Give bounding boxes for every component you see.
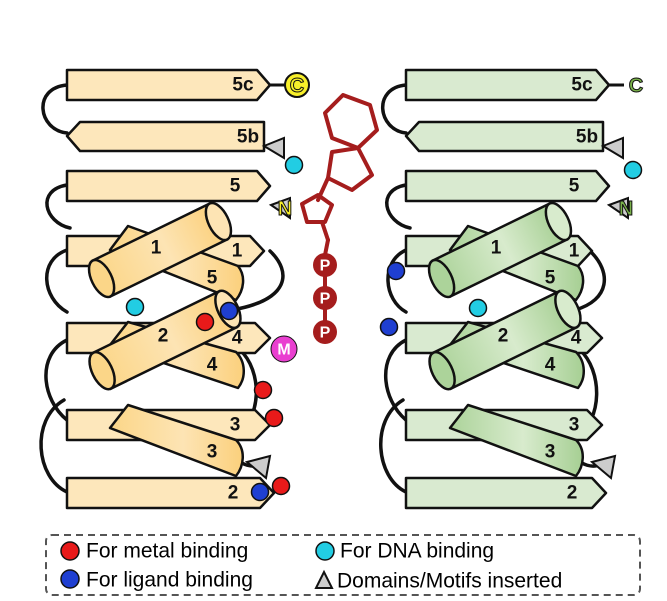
loop	[573, 249, 607, 312]
left-strand-2	[65, 476, 276, 510]
left-c-terminus-label: C	[290, 75, 304, 97]
left-strand-5c-label: 5c	[232, 75, 254, 96]
left-monomer: 5c 5b 5 1 4 3 2 1 5 2 4 3 C N	[39, 68, 310, 510]
right-insert-triangle-5b	[600, 136, 624, 160]
loop	[44, 338, 69, 422]
right-strand-1-label: 1	[569, 241, 580, 262]
right-dna-binding-dot	[468, 298, 488, 318]
right-strand-5-label: 5	[569, 176, 580, 197]
left-strand-5c	[65, 68, 272, 102]
legend: For metal binding For ligand binding For…	[45, 534, 641, 596]
left-metal-binding-dot	[195, 312, 215, 332]
left-c-terminus	[284, 72, 310, 98]
left-helix-1-label: 1	[151, 238, 162, 259]
left-helix-1	[87, 201, 233, 299]
legend-ligand-dot	[60, 569, 80, 589]
right-helix-4-label: 4	[545, 355, 556, 376]
left-strand-2-label: 2	[228, 483, 239, 504]
loop	[45, 248, 69, 314]
phosphate-3	[313, 320, 337, 344]
right-strand-4-label: 4	[571, 328, 582, 349]
ligand-ring-middle	[326, 146, 374, 192]
left-metal-binding-dot	[253, 380, 273, 400]
left-ligand-binding-dot	[219, 301, 239, 321]
legend-box	[45, 534, 641, 596]
right-strand-5c	[404, 68, 611, 102]
left-strand-5-label: 5	[230, 176, 241, 197]
phosphate-2-label: P	[320, 291, 331, 308]
legend-ligand-label: For ligand binding	[86, 569, 253, 592]
left-ligand-binding-dot	[250, 482, 270, 502]
right-helix-2-label: 2	[498, 326, 509, 347]
ligand-molecule	[300, 93, 379, 322]
legend-insert-triangle	[314, 569, 334, 589]
right-helix-2	[428, 289, 582, 391]
phosphate-3-label: P	[320, 325, 331, 342]
left-strand-1-label: 1	[232, 241, 243, 262]
loop	[230, 249, 285, 312]
loop	[386, 248, 408, 314]
left-n-terminus-label: N	[278, 198, 292, 220]
loop	[385, 183, 412, 230]
loop	[39, 398, 69, 494]
right-strand-5c-label: 5c	[571, 75, 593, 96]
legend-metal-label: For metal binding	[86, 540, 248, 563]
left-helix-3	[108, 403, 244, 478]
right-strand-2	[404, 476, 608, 510]
left-helix-4-label: 4	[207, 355, 218, 376]
right-insert-triangle-3	[589, 454, 617, 480]
left-helix-2-label: 2	[158, 326, 169, 347]
right-strand-5b	[404, 120, 605, 153]
ligand-ring-bottom	[300, 193, 334, 224]
right-helix-1	[427, 201, 573, 299]
loop	[380, 83, 408, 135]
left-strand-5b-label: 5b	[237, 127, 259, 148]
legend-metal-dot	[60, 541, 80, 561]
magnesium-ion-label: M	[277, 342, 290, 359]
left-insert-triangle-n	[268, 196, 291, 220]
left-strand-4-label: 4	[232, 328, 243, 349]
loop	[45, 183, 72, 230]
loop	[41, 83, 69, 135]
left-strand-3-label: 3	[230, 415, 241, 436]
magnesium-ion	[270, 335, 298, 363]
right-helix-5-label: 5	[545, 268, 556, 289]
phosphate-1	[313, 253, 337, 277]
right-strand-2-label: 2	[567, 483, 578, 504]
right-c-terminus-label: C	[629, 75, 643, 97]
legend-dna-label: For DNA binding	[340, 540, 494, 563]
ligand-ring-top	[323, 93, 379, 150]
right-strand-5	[404, 169, 611, 203]
left-metal-binding-dot	[264, 408, 284, 428]
right-insert-triangle-n	[606, 196, 629, 220]
right-ligand-binding-dot	[386, 261, 406, 281]
right-n-terminus-label: N	[619, 198, 633, 220]
phosphate-2	[313, 286, 337, 310]
left-strand-5	[65, 169, 272, 203]
loop	[383, 338, 408, 422]
right-helix-3	[448, 403, 584, 478]
right-helix-3-label: 3	[545, 442, 556, 463]
left-dna-binding-dot	[284, 155, 304, 175]
left-helix-3-label: 3	[207, 442, 218, 463]
loop	[379, 398, 408, 494]
left-dna-binding-dot	[125, 297, 145, 317]
left-metal-binding-dot	[271, 476, 291, 496]
right-strand-3-label: 3	[569, 415, 580, 436]
phosphate-1-label: P	[320, 258, 331, 275]
left-strand-5b	[65, 120, 266, 153]
left-insert-triangle-5b	[261, 136, 285, 160]
right-strand-5b-label: 5b	[576, 127, 598, 148]
left-helix-5-label: 5	[207, 268, 218, 289]
legend-insert-label: Domains/Motifs inserted	[337, 570, 562, 593]
left-insert-triangle-3	[244, 454, 272, 480]
legend-dna-dot	[315, 541, 335, 561]
right-monomer: 5c 5b 5 1 4 3 2 1 5 2 4 3 C N	[379, 68, 644, 510]
right-helix-1-label: 1	[491, 238, 502, 259]
right-dna-binding-dot	[623, 160, 643, 180]
phosphate-chain: P P P	[313, 253, 337, 344]
right-ligand-binding-dot	[379, 317, 399, 337]
